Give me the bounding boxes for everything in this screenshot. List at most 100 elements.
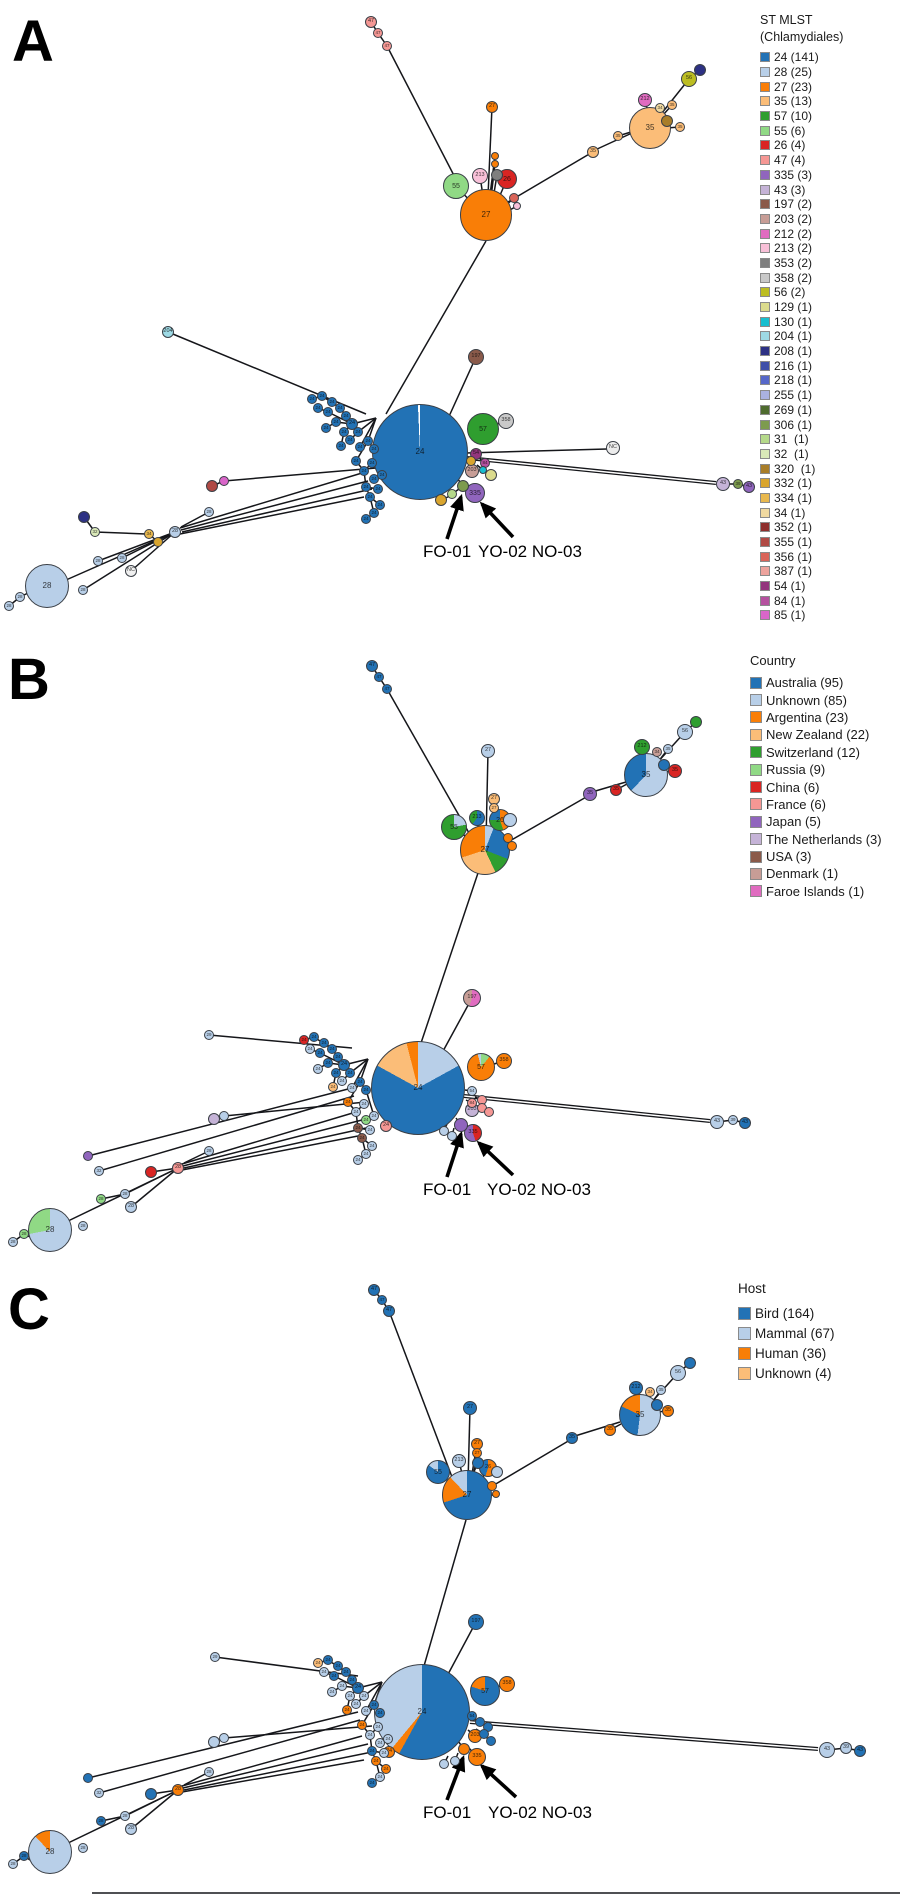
tree-node: 43 bbox=[819, 1742, 835, 1758]
legend-label: China (6) bbox=[766, 779, 820, 795]
legend-label: Unknown (4) bbox=[755, 1365, 832, 1381]
tree-node: 35 bbox=[667, 100, 677, 110]
legend-item: USA (3) bbox=[750, 848, 882, 865]
node-label: 24 bbox=[385, 1735, 391, 1741]
node-label: 26 bbox=[496, 816, 504, 824]
node-label: 28 bbox=[98, 1195, 104, 1201]
node-label: 358 bbox=[501, 417, 511, 424]
tree-node bbox=[145, 1166, 157, 1178]
legend-swatch bbox=[750, 746, 762, 759]
node-label: 34 bbox=[647, 1388, 653, 1394]
tree-node: 24 bbox=[371, 1756, 381, 1766]
legend-item: 32 (1) bbox=[760, 447, 819, 462]
tree-node: 24 bbox=[369, 1111, 379, 1121]
node-label: 55 bbox=[450, 823, 458, 831]
tree-node bbox=[472, 1457, 484, 1469]
tree-node bbox=[694, 64, 706, 76]
node-label: 28 bbox=[21, 1230, 27, 1236]
tree-node bbox=[486, 1736, 496, 1746]
legend-swatch bbox=[760, 125, 770, 136]
tree-node: 358 bbox=[498, 413, 514, 429]
legend-swatch bbox=[760, 346, 770, 357]
tree-node: 28 bbox=[93, 556, 103, 566]
tree-node: 24 bbox=[305, 1044, 315, 1054]
tree-edge bbox=[130, 1789, 179, 1830]
tree-node: 47 bbox=[366, 660, 378, 672]
node-label: 24 bbox=[371, 445, 377, 451]
tree-node: 24 bbox=[359, 466, 369, 476]
tree-node: 24 bbox=[359, 1691, 369, 1701]
node-label: 24 bbox=[369, 1747, 375, 1753]
tree-node bbox=[492, 1490, 500, 1498]
annotation-text: YO-02 NO-03 bbox=[488, 1803, 592, 1822]
legend-label: 24 (141) bbox=[774, 50, 819, 65]
node-label: 24 bbox=[385, 1748, 393, 1755]
legend-swatch bbox=[760, 404, 770, 415]
legend-item: 255 (1) bbox=[760, 388, 819, 403]
tree-node: 197 bbox=[468, 1614, 484, 1630]
node-label: 43 bbox=[745, 483, 753, 490]
node-label: 54 bbox=[469, 1712, 475, 1718]
tree-edge bbox=[130, 531, 176, 572]
tree-node: 32 bbox=[90, 527, 100, 537]
tree-edge bbox=[223, 1101, 367, 1117]
tree-node: 24 bbox=[365, 1125, 375, 1135]
node-label: 212 bbox=[640, 96, 650, 103]
tree-edge bbox=[420, 872, 479, 1044]
tree-node: 35 bbox=[613, 131, 623, 141]
tree-node bbox=[466, 456, 476, 466]
tree-node: 47 bbox=[368, 1284, 380, 1296]
tree-node: 24 bbox=[345, 1691, 355, 1701]
legend-title: Country bbox=[750, 653, 796, 668]
node-label: 35 bbox=[635, 1410, 645, 1419]
tree-node: 24 bbox=[361, 1706, 371, 1716]
node-label: 24 bbox=[337, 404, 343, 410]
annotation-text: YO-02 NO-03 bbox=[478, 542, 582, 561]
node-label: 24 bbox=[375, 1723, 381, 1729]
node-label: 28 bbox=[122, 1190, 128, 1196]
tree-edge bbox=[423, 1519, 467, 1667]
node-label: 47 bbox=[376, 673, 382, 679]
node-label: 27 bbox=[484, 747, 492, 754]
legend-label: 216 (1) bbox=[774, 358, 813, 373]
legend-label: 85 (1) bbox=[774, 608, 806, 623]
legend-item: Russia (9) bbox=[750, 761, 882, 778]
legend-swatch bbox=[760, 507, 770, 518]
node-label: 24 bbox=[363, 1150, 369, 1156]
tree-node bbox=[458, 1743, 470, 1755]
tree-node: 24 bbox=[337, 1076, 347, 1086]
tree-edge bbox=[87, 1087, 353, 1157]
tree-node: 34 bbox=[652, 747, 662, 757]
tree-edge bbox=[182, 1743, 369, 1789]
tree-node: 24 bbox=[372, 404, 468, 500]
tree-node bbox=[491, 169, 503, 181]
tree-node: 28 bbox=[204, 1146, 214, 1156]
tree-edge bbox=[181, 1135, 359, 1171]
node-label: 35 bbox=[606, 1426, 614, 1433]
node-label: 24 bbox=[343, 1668, 349, 1674]
tree-node: 24 bbox=[333, 1052, 343, 1062]
node-label: 27 bbox=[462, 1490, 472, 1499]
legend-label: Faroe Islands (1) bbox=[766, 883, 865, 899]
node-label: 24 bbox=[379, 471, 385, 477]
annotation-arrow bbox=[476, 1140, 515, 1177]
tree-node: 24 bbox=[373, 1722, 383, 1732]
tree-node: 24 bbox=[373, 484, 383, 494]
node-label: 57 bbox=[481, 1687, 489, 1695]
legend-items: Australia (95)Unknown (85)Argentina (23)… bbox=[750, 674, 882, 900]
node-label: 28 bbox=[17, 593, 23, 599]
node-label: 27 bbox=[473, 1440, 481, 1447]
panel-label-A: A bbox=[12, 9, 54, 74]
legend-item: 26 (4) bbox=[760, 138, 819, 153]
node-label: 84 bbox=[482, 459, 488, 465]
tree-node bbox=[435, 494, 447, 506]
legend-label: Switzerland (12) bbox=[766, 744, 860, 760]
legend-item: Denmark (1) bbox=[750, 865, 882, 882]
tree-node: 43 bbox=[716, 477, 730, 491]
tree-node: 47 bbox=[373, 28, 383, 38]
tree-node: 24 bbox=[333, 1661, 343, 1671]
node-label: 24 bbox=[349, 1084, 355, 1090]
tree-node: 47 bbox=[365, 16, 377, 28]
